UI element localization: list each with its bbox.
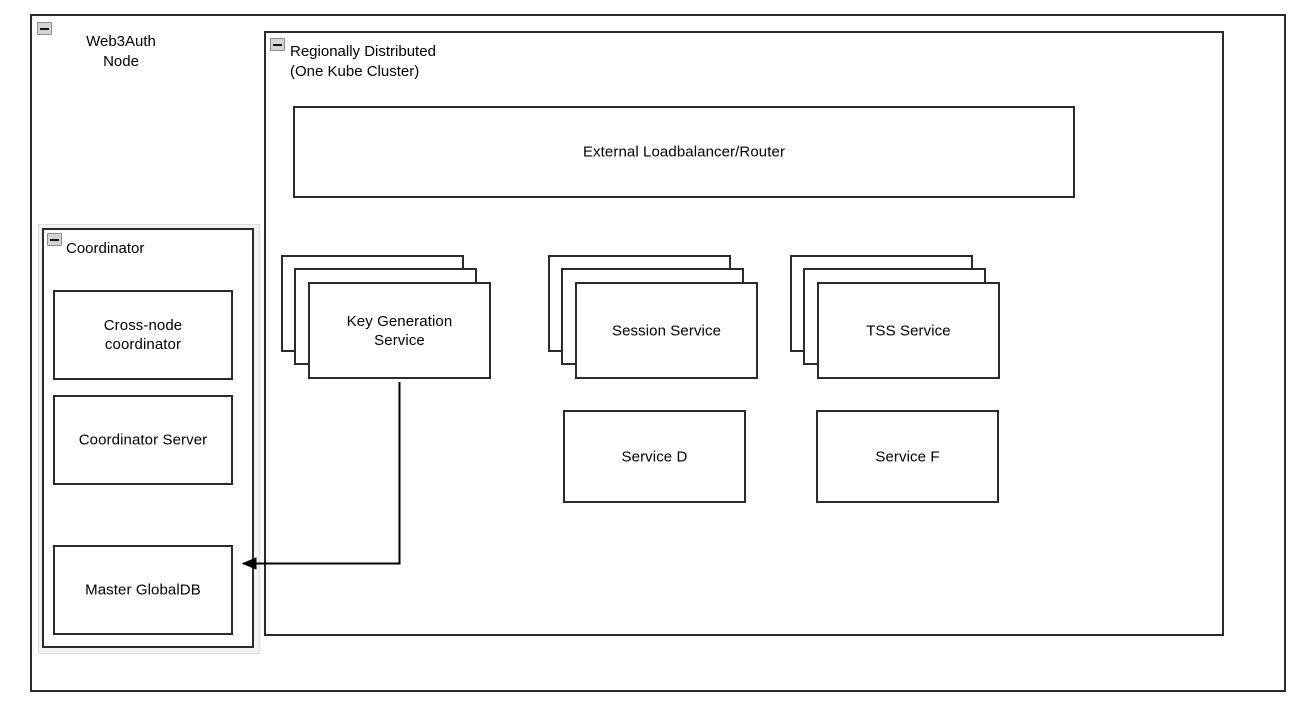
node-coordinator-server[interactable]: Coordinator Server (53, 395, 233, 485)
node-service-f[interactable]: Service F (816, 410, 999, 503)
collapse-minus-icon-regionally-distributed[interactable] (270, 38, 285, 51)
node-tss-service[interactable]: TSS Service (790, 255, 1000, 380)
node-label-tss-service: TSS Service (866, 322, 951, 339)
node-key-generation-service[interactable]: Key Generation Service (281, 255, 491, 380)
collapse-minus-icon-coordinator[interactable] (47, 233, 62, 246)
replica-layer-front[interactable]: TSS Service (817, 282, 1000, 379)
container-title-regionally-distributed: Regionally Distributed (One Kube Cluster… (290, 43, 436, 80)
node-external-loadbalancer-router[interactable]: External Loadbalancer/Router (293, 106, 1075, 198)
node-label-external-loadbalancer-router: External Loadbalancer/Router (582, 143, 786, 161)
collapse-minus-icon-web3auth-node[interactable] (37, 22, 52, 35)
node-session-service[interactable]: Session Service (548, 255, 758, 380)
node-service-d[interactable]: Service D (563, 410, 746, 503)
replica-layer-front[interactable]: Session Service (575, 282, 758, 379)
node-label-service-d: Service D (621, 448, 688, 465)
node-cross-node-coordinator[interactable]: Cross-node coordinator (53, 290, 233, 380)
container-title-coordinator: Coordinator (66, 240, 145, 257)
node-label-cross-node-coordinator: Cross-node coordinator (103, 317, 183, 353)
replica-layer-front[interactable]: Key Generation Service (308, 282, 491, 379)
node-label-service-f: Service F (875, 448, 940, 465)
node-master-globaldb[interactable]: Master GlobalDB (53, 545, 233, 635)
node-label-key-generation-service: Key Generation Service (346, 312, 453, 349)
node-label-coordinator-server: Coordinator Server (78, 431, 208, 449)
node-label-master-globaldb: Master GlobalDB (85, 581, 201, 599)
node-label-session-service: Session Service (611, 322, 722, 339)
container-title-web3auth-node: Web3Auth Node (86, 33, 156, 70)
